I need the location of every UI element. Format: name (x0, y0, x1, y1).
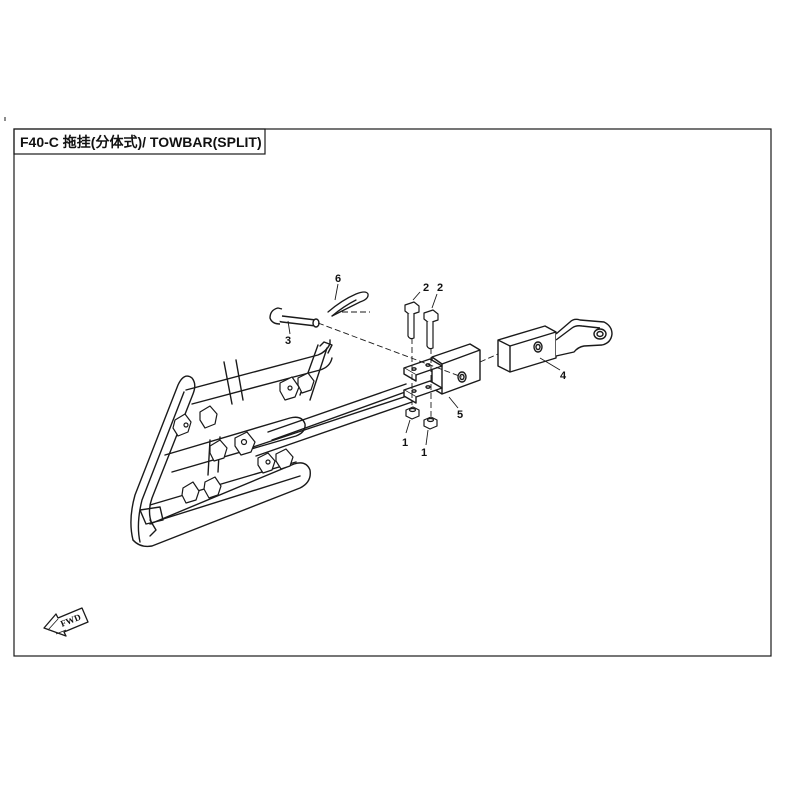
vehicle-frame (130, 339, 413, 548)
leader-lines (287, 283, 561, 446)
callout-6: 6 (335, 273, 341, 285)
callout-4: 4 (560, 370, 567, 382)
callout-2b: 2 (437, 282, 443, 294)
part-3-hitch-pin (269, 307, 320, 328)
part-6-hairpin-clip (327, 291, 369, 317)
diagram-border (13, 128, 772, 657)
callout-2a: 2 (423, 282, 429, 294)
callout-1a: 1 (402, 437, 408, 449)
fwd-arrow-icon: FWD (43, 607, 89, 637)
callout-1b: 1 (421, 447, 427, 459)
alignment-lines (317, 311, 499, 416)
part-5-receiver-bracket (403, 343, 481, 404)
diagram-title: F40-C 拖挂(分体式)/ TOWBAR(SPLIT) (20, 134, 262, 150)
callout-5: 5 (457, 409, 463, 421)
callout-3: 3 (285, 335, 291, 347)
part-1-nuts (405, 406, 438, 430)
part-4-drawbar (497, 318, 613, 373)
part-2-bolts (404, 301, 439, 350)
title-box (13, 128, 266, 155)
frame-brackets (172, 372, 315, 504)
